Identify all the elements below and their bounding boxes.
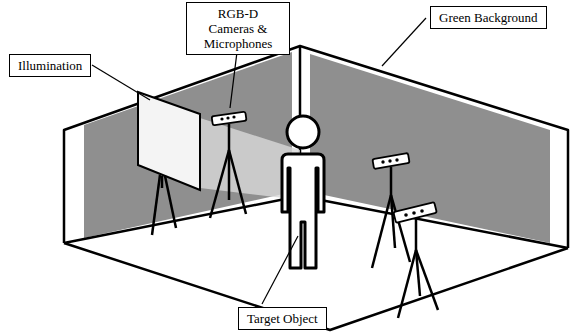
rgbd-camera [210, 112, 247, 218]
callout-label: Illumination [18, 58, 82, 73]
callout-box: Green Background [430, 6, 547, 29]
callout-label: Target Object [247, 311, 318, 326]
target-person [282, 116, 324, 268]
illumination-panel [138, 92, 200, 235]
callout-box: Illumination [9, 54, 91, 77]
right-wall-green [310, 54, 550, 243]
rgbd-camera [393, 202, 438, 318]
callout-label: Green Background [439, 10, 538, 25]
room-outline [64, 46, 568, 330]
callout-box: Target Object [238, 307, 327, 330]
leader-lines [92, 18, 426, 304]
right-wall-frame [300, 46, 568, 248]
callout-box: RGB-D Cameras & Microphones [186, 2, 290, 55]
callout-label: RGB-D Cameras & Microphones [195, 6, 281, 51]
left-wall-frame [64, 46, 300, 243]
